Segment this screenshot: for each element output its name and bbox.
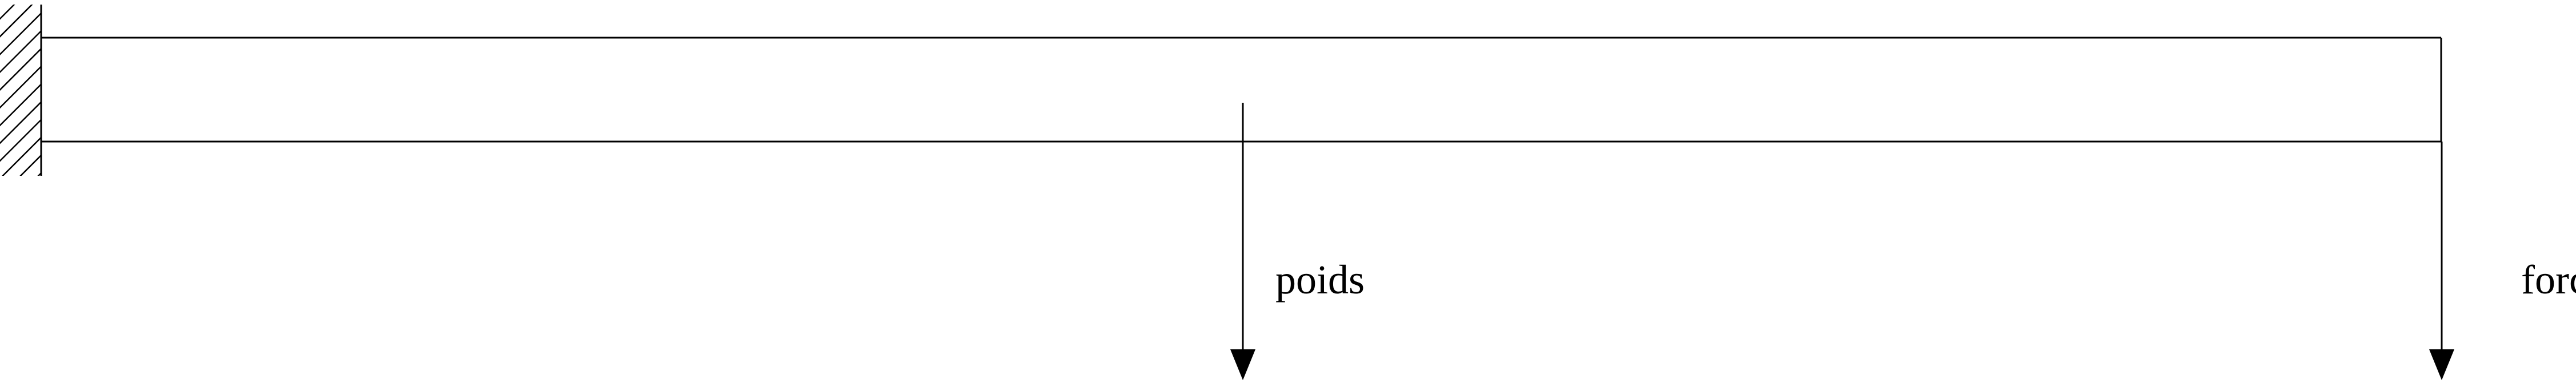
force-arrow [2429,142,2454,380]
wall-support [0,5,42,176]
force-label: force [2521,257,2576,303]
beam [41,37,2442,143]
weight-label: poids [1275,257,1365,303]
weight-arrow [1230,103,1255,380]
